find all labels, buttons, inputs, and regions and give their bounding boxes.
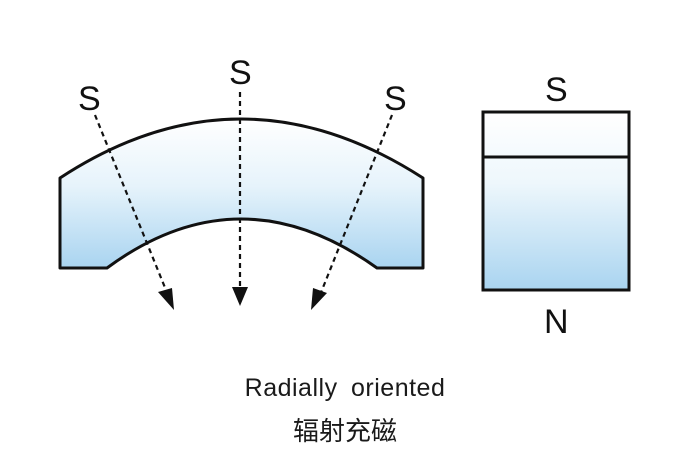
arc-magnet-body: [58, 117, 425, 270]
arc-pole-label-left: S: [78, 80, 101, 118]
radial-arrowhead-center: [232, 287, 248, 306]
radial-arrowhead-left: [158, 288, 174, 310]
caption-english: Radially oriented: [244, 374, 446, 402]
block-pole-label-top: S: [545, 71, 568, 109]
block-pole-label-bottom: N: [544, 303, 569, 341]
radial-arrow-left: [93, 114, 172, 301]
arc-pole-label-right: S: [384, 80, 407, 118]
radial-arrow-right: [316, 114, 394, 301]
caption-chinese: 辐射充磁: [292, 417, 397, 447]
radial-arrowhead-right: [311, 288, 327, 310]
arc-pole-label-center: S: [229, 54, 252, 92]
block-magnet-body: [481, 110, 631, 292]
